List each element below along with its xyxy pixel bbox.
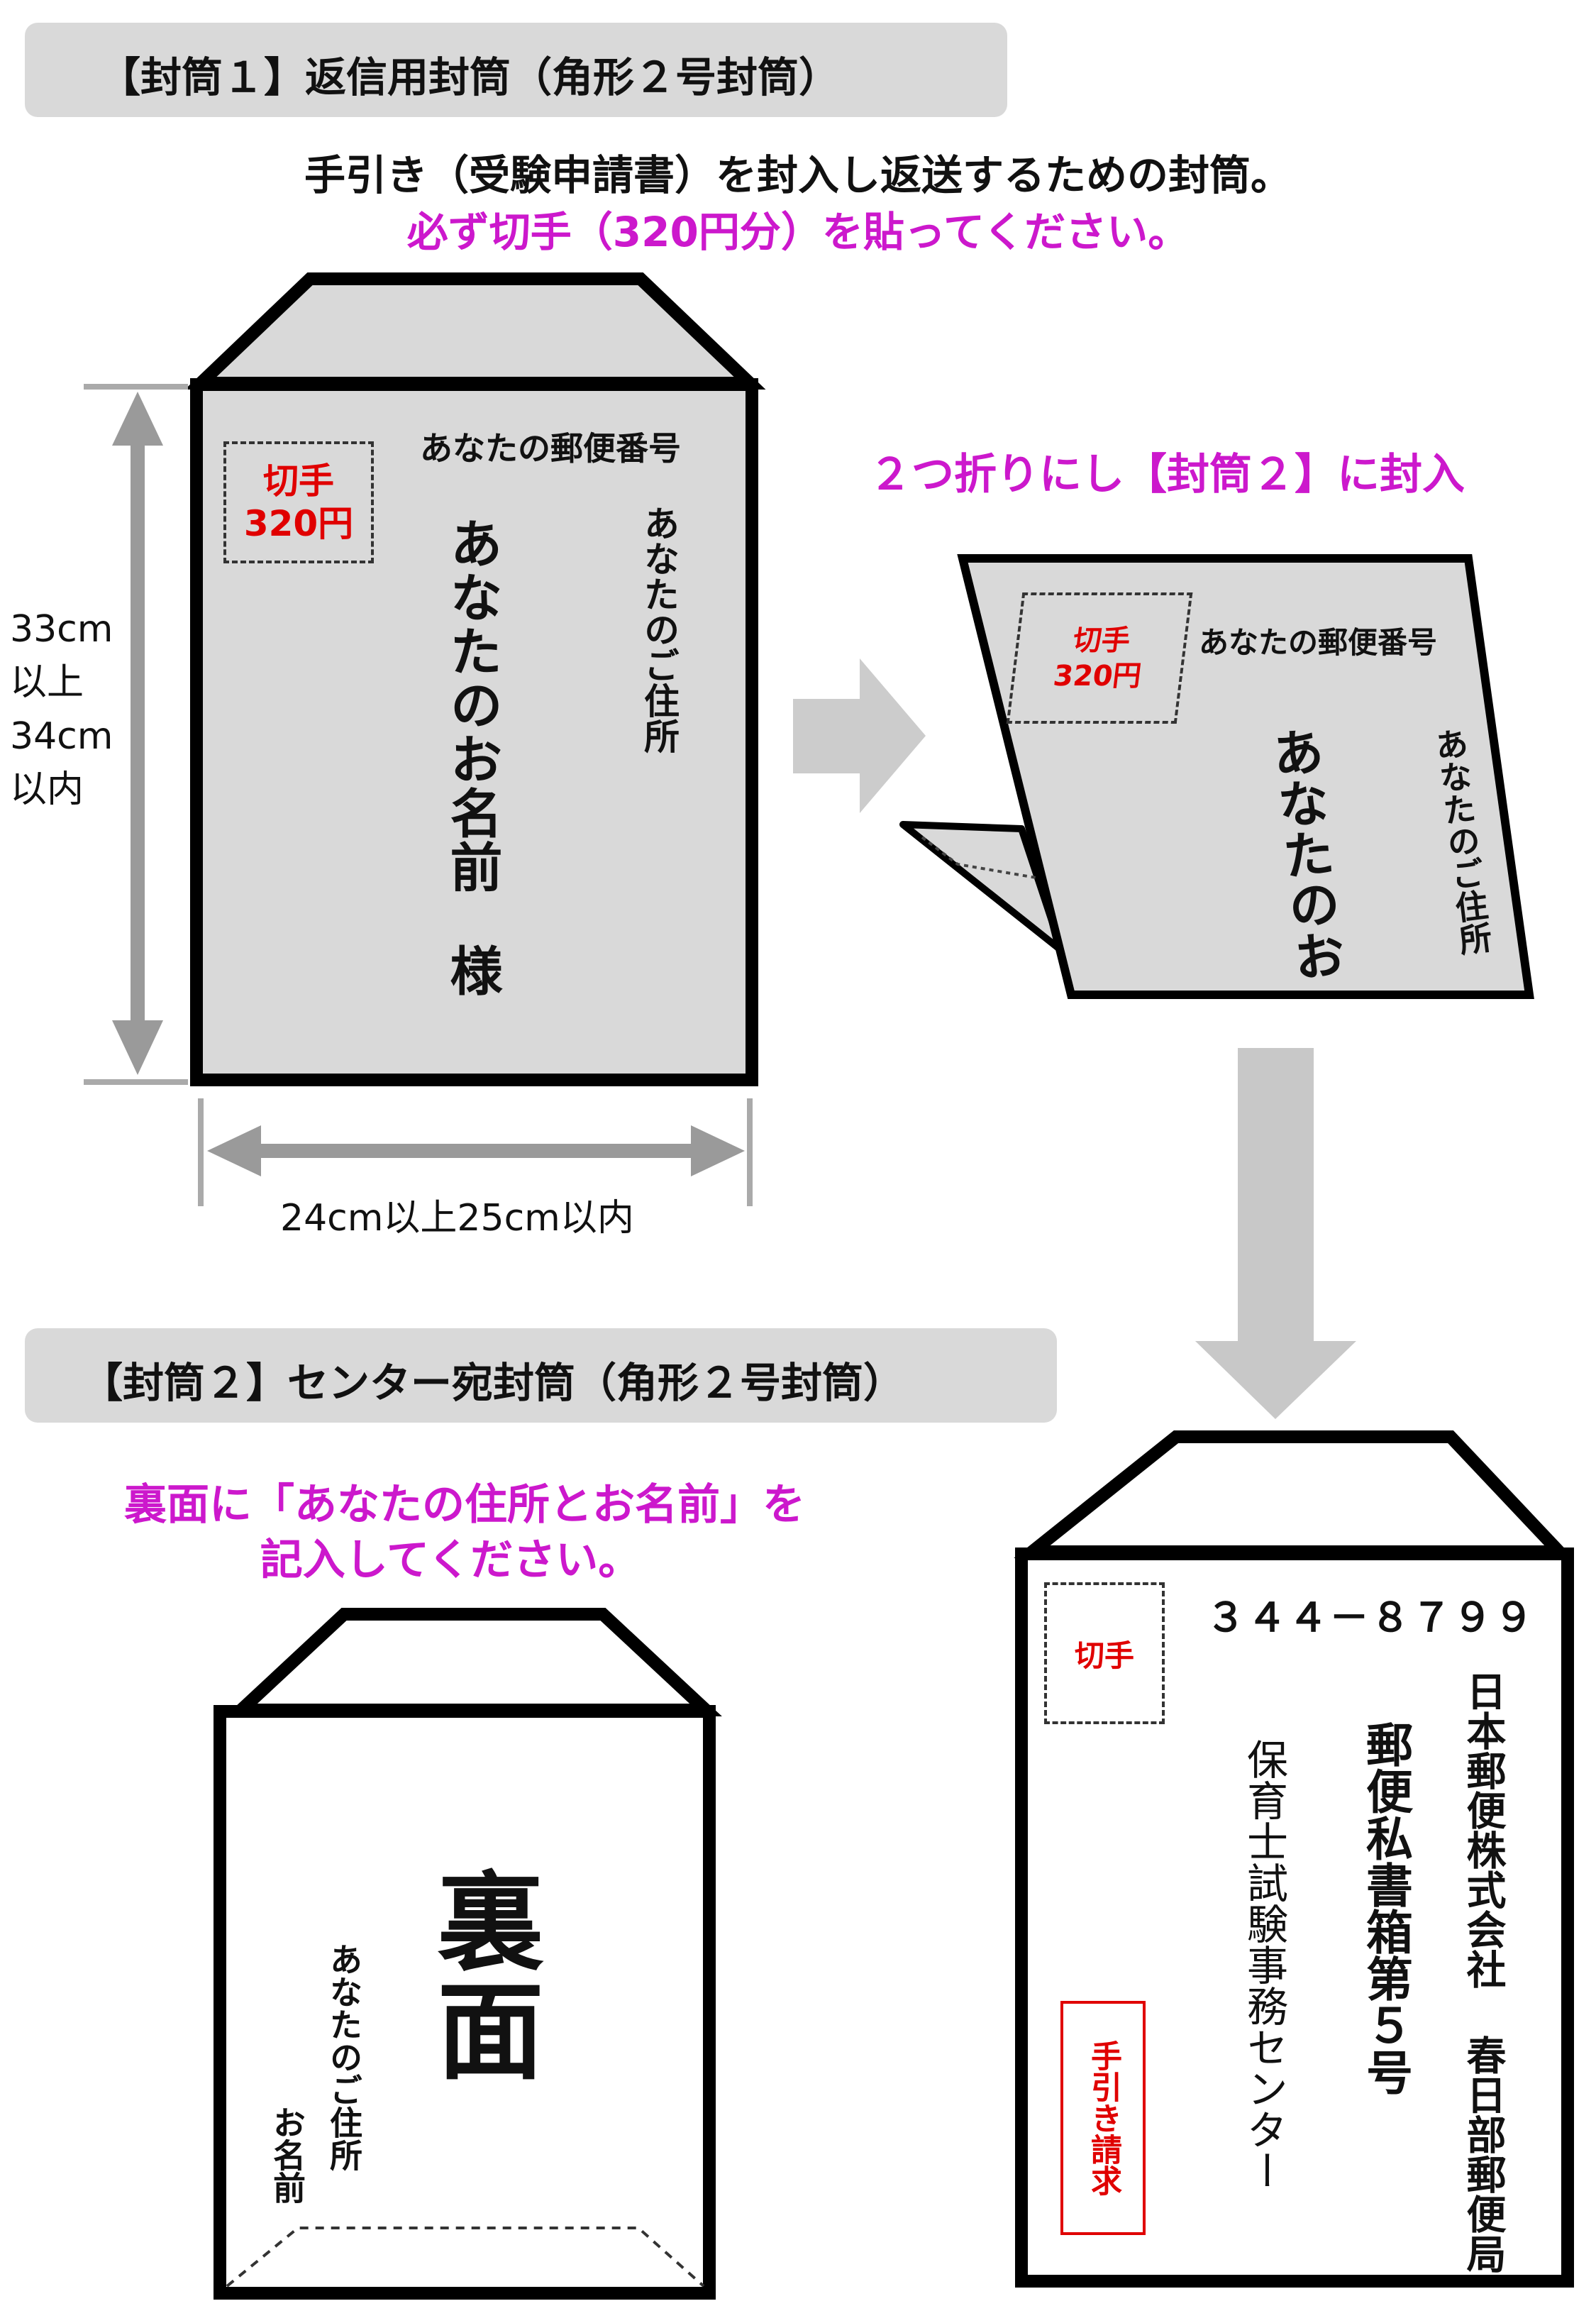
section1-title: 【封筒１】返信用封筒（角形２号封筒） bbox=[99, 53, 841, 101]
front-company: 日本郵便株式会社 春日部郵便局 bbox=[1460, 1671, 1506, 2273]
right-arrow-icon bbox=[793, 658, 926, 813]
back-envelope-seal-line bbox=[226, 2227, 705, 2288]
height-dimension-arrow bbox=[84, 384, 188, 1085]
folded-envelope bbox=[899, 554, 1534, 999]
front-postal-code: ３４４－８７９９ bbox=[1206, 1595, 1535, 1641]
section1-header-bar bbox=[25, 23, 1007, 117]
section2-header-bar bbox=[25, 1328, 1057, 1423]
front-stamp-box: 切手 bbox=[1044, 1582, 1165, 1724]
envelope1-flap bbox=[184, 272, 766, 390]
height-label: 33cm 以上 34cm 以内 bbox=[10, 603, 113, 817]
height-label-line3: 34cm bbox=[10, 715, 113, 758]
front-recipient: 保育士試験事務センター bbox=[1240, 1738, 1288, 2191]
stamp-value: 320円 bbox=[243, 503, 354, 544]
back-envelope-body bbox=[214, 1705, 716, 2300]
height-label-line1: 33cm bbox=[10, 608, 113, 651]
back-name: お名前 bbox=[268, 2106, 306, 2204]
front-envelope-flap bbox=[1014, 1430, 1574, 1558]
front-envelope-body bbox=[1015, 1548, 1574, 2288]
front-request-box: 手引き請求 bbox=[1060, 2001, 1146, 2235]
envelope1-stamp-box: 切手 320円 bbox=[223, 441, 374, 563]
height-label-line2: 以上 bbox=[10, 661, 84, 705]
envelope1-name: あなたのお名前 bbox=[441, 517, 502, 894]
envelope1-body bbox=[190, 378, 758, 1086]
stamp-label: 切手 bbox=[263, 460, 334, 502]
front-request-label: 手引き請求 bbox=[1085, 2040, 1121, 2196]
back-envelope-flap bbox=[225, 1608, 722, 1716]
back-address: あなたのご住所 bbox=[325, 1943, 363, 2171]
front-stamp-label: 切手 bbox=[1074, 1638, 1134, 1673]
front-po-box: 郵便私書箱第５号 bbox=[1358, 1721, 1413, 2095]
down-arrow-icon bbox=[1195, 1048, 1356, 1419]
stamp-requirement-note: 必ず切手（320円分）を貼ってください。 bbox=[406, 208, 1190, 256]
back-label: 裏面 bbox=[419, 1866, 543, 2085]
folded-postal-code: あなたの郵便番号 bbox=[1199, 625, 1438, 660]
back-instruction-line2: 記入してください。 bbox=[260, 1535, 641, 1585]
envelope1-description: 手引き（受験申請書）を封入し返送するための封筒。 bbox=[304, 151, 1292, 199]
folded-stamp-label: 切手 bbox=[1071, 624, 1132, 657]
section2-title: 【封筒２】センター宛封筒（角形２号封筒） bbox=[82, 1359, 905, 1407]
width-label: 24cm以上25cm以内 bbox=[280, 1197, 634, 1240]
envelope1-address: あなたのご住所 bbox=[638, 505, 680, 754]
folded-stamp-value: 320円 bbox=[1051, 659, 1143, 693]
folded-stamp-box: 切手 320円 bbox=[1006, 592, 1193, 724]
envelope1-honorific: 様 bbox=[441, 944, 502, 996]
envelope1-postal-code: あなたの郵便番号 bbox=[420, 429, 681, 468]
back-instruction-line1: 裏面に「あなたの住所とお名前」を bbox=[124, 1480, 805, 1530]
fold-instruction: ２つ折りにし【封筒２】に封入 bbox=[869, 450, 1465, 500]
height-label-line4: 以内 bbox=[10, 768, 84, 812]
width-dimension-arrow bbox=[198, 1098, 753, 1206]
